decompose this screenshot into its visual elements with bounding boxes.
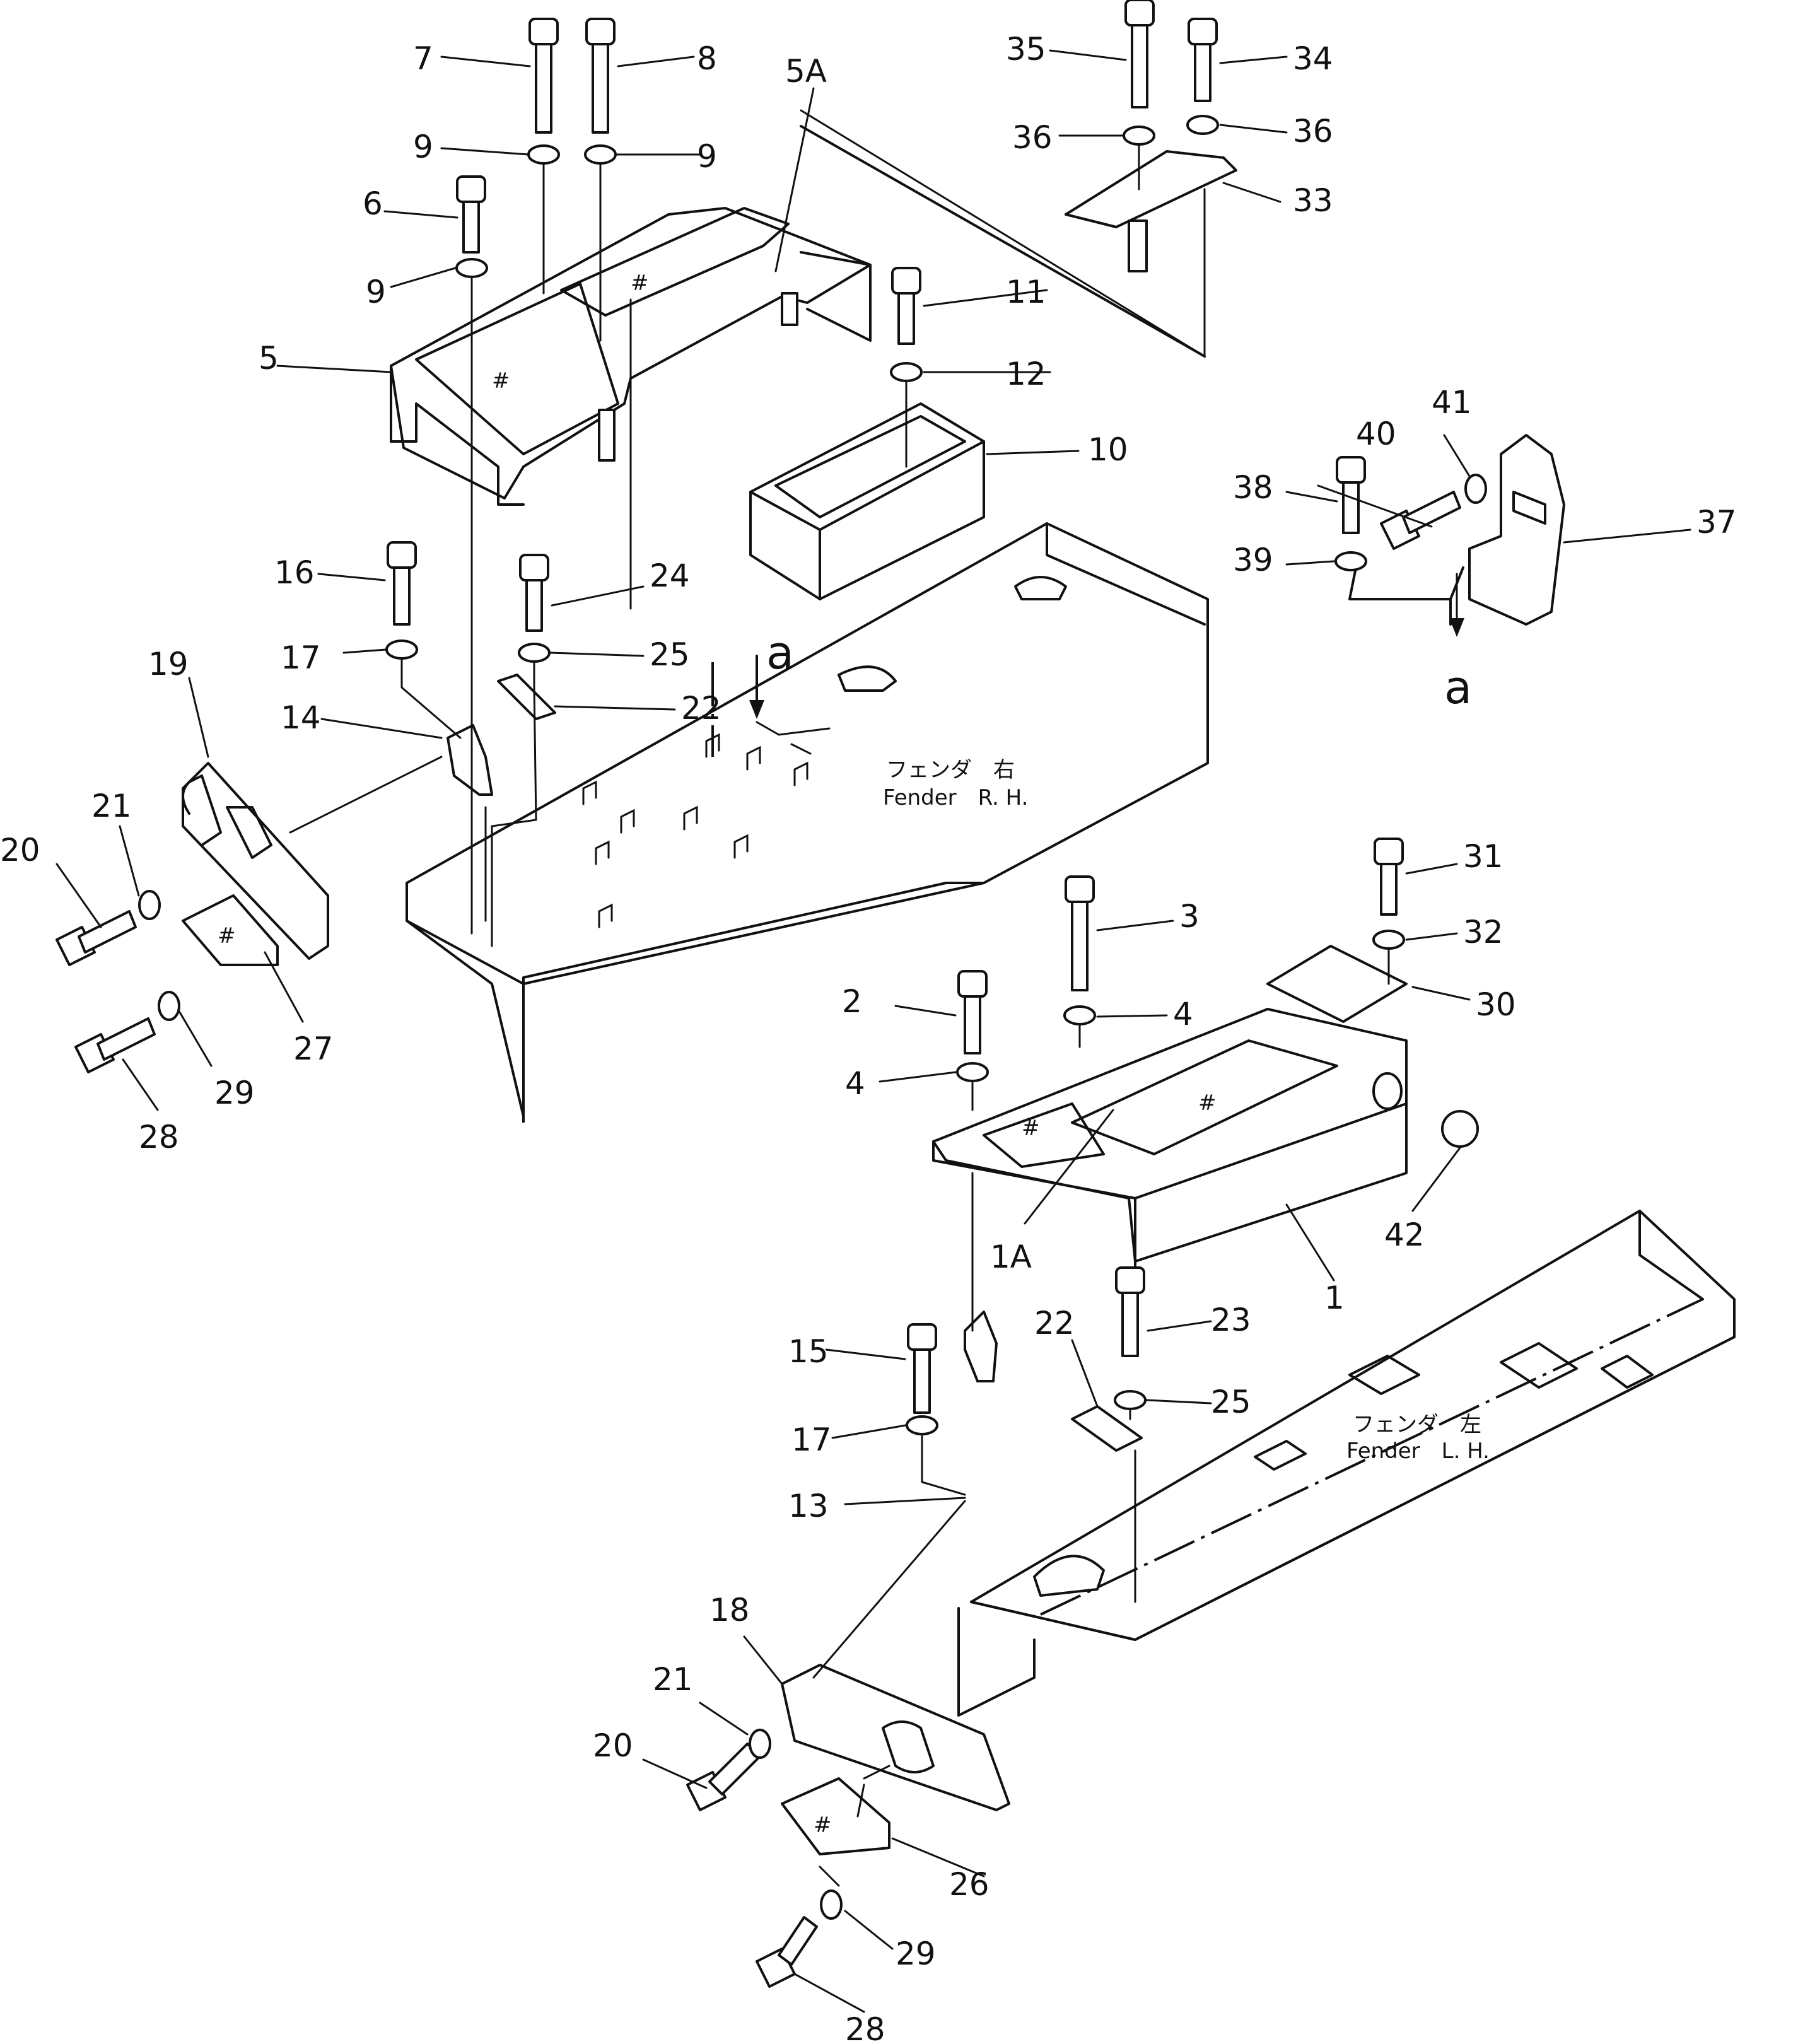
callout-1: 1 — [1324, 1280, 1345, 1316]
bracket-14 — [447, 724, 493, 796]
callout-1A: 1A — [990, 1239, 1032, 1275]
callout-27: 27 — [293, 1031, 334, 1067]
callout-29b: 29 — [896, 1936, 936, 1972]
callout-9c: 9 — [366, 274, 386, 310]
callout-37: 37 — [1696, 504, 1737, 540]
callout-16: 16 — [274, 554, 315, 591]
callout-40: 40 — [1356, 416, 1396, 452]
tool-box-10 — [749, 402, 985, 600]
callout-5A: 5A — [785, 53, 827, 90]
callout-26: 26 — [949, 1866, 989, 1903]
fender-lh: フェンダ 左 Fender L. H. — [957, 1210, 1736, 1717]
callout-11: 11 — [1006, 274, 1046, 310]
callout-28b: 28 — [845, 2011, 885, 2044]
plug-42 — [1441, 1110, 1479, 1148]
callout-20b: 20 — [593, 1727, 633, 1764]
callout-25b: 25 — [1211, 1384, 1251, 1420]
callout-34: 34 — [1293, 40, 1333, 77]
anti-slip-mark: # — [492, 368, 510, 394]
callout-21a: 21 — [91, 788, 132, 824]
leader-lines — [55, 49, 1691, 2013]
callout-30: 30 — [1476, 986, 1516, 1023]
callout-33: 33 — [1293, 182, 1333, 219]
cover-30 — [1266, 945, 1408, 1023]
bracket-22-bottom — [1071, 1405, 1143, 1452]
callout-10: 10 — [1088, 431, 1128, 468]
callout-8: 8 — [697, 40, 717, 77]
callout-31: 31 — [1463, 838, 1503, 875]
fender-rh-label-jp: フェンダ 右 — [886, 757, 1015, 783]
floor-plate-1: # # — [932, 1008, 1408, 1269]
callout-18: 18 — [709, 1592, 750, 1628]
callout-4b: 4 — [845, 1065, 865, 1102]
callout-19: 19 — [148, 646, 189, 682]
callout-22a: 22 — [681, 690, 721, 727]
callout-5: 5 — [259, 340, 279, 377]
view-marker-a: a — [766, 626, 794, 679]
bracket-37: a — [1348, 434, 1565, 714]
callout-13: 13 — [788, 1488, 829, 1524]
step-18 — [781, 1664, 1010, 1811]
callout-6: 6 — [363, 185, 383, 222]
callout-39: 39 — [1233, 542, 1273, 578]
fender-rh-label-en: Fender R. H. — [883, 785, 1028, 810]
callout-15: 15 — [788, 1333, 829, 1370]
callout-38: 38 — [1233, 469, 1273, 506]
callout-28a: 28 — [139, 1119, 179, 1155]
fender-lh-label-jp: フェンダ 左 — [1353, 1412, 1481, 1437]
callout-29a: 29 — [214, 1075, 255, 1111]
step-26: # — [781, 1777, 890, 1855]
callout-17a: 17 — [281, 639, 321, 676]
callout-17b: 17 — [791, 1422, 832, 1458]
fasteners — [55, 0, 1487, 1988]
callout-14: 14 — [281, 699, 321, 736]
callout-3: 3 — [1179, 898, 1200, 935]
anti-slip-mark-3: # — [1198, 1090, 1217, 1116]
step-19 — [182, 762, 329, 960]
assembly-lines — [289, 144, 1390, 1887]
callout-23: 23 — [1211, 1302, 1251, 1338]
callout-41: 41 — [1432, 384, 1472, 421]
callout-20a: 20 — [0, 832, 40, 868]
callout-35: 35 — [1006, 31, 1046, 67]
view-marker-a-2: a — [1444, 661, 1472, 714]
anti-slip-mark-6: # — [814, 1813, 832, 1838]
anti-slip-mark-2: # — [631, 271, 649, 296]
callout-21b: 21 — [653, 1661, 693, 1698]
step-27: # — [182, 894, 279, 966]
bracket-22-top — [497, 674, 556, 720]
callout-12: 12 — [1006, 356, 1046, 392]
callout-36a: 36 — [1012, 119, 1053, 156]
anti-slip-mark-4: # — [1022, 1116, 1040, 1141]
fender-rh: フェンダ 右 Fender R. H. a — [406, 522, 1209, 1123]
anti-slip-mark-5: # — [218, 923, 236, 949]
callouts: 7 8 5A 35 34 9 9 36 36 33 6 9 11 12 5 10… — [0, 31, 1737, 2044]
callout-9a: 9 — [413, 129, 433, 165]
callout-42: 42 — [1384, 1217, 1425, 1253]
callout-36b: 36 — [1293, 113, 1333, 149]
callout-2: 2 — [842, 983, 862, 1020]
callout-25a: 25 — [650, 636, 690, 673]
callout-32: 32 — [1463, 914, 1503, 950]
floor-plate-5: # # — [390, 109, 1206, 610]
callout-24: 24 — [650, 558, 690, 594]
fender-lh-label-en: Fender L. H. — [1346, 1439, 1490, 1464]
callout-7: 7 — [413, 40, 433, 77]
callout-4a: 4 — [1173, 996, 1193, 1032]
bracket-13 — [964, 1311, 998, 1382]
callout-9b: 9 — [697, 138, 717, 175]
callout-22b: 22 — [1034, 1305, 1075, 1341]
plate-33 — [1065, 150, 1237, 272]
